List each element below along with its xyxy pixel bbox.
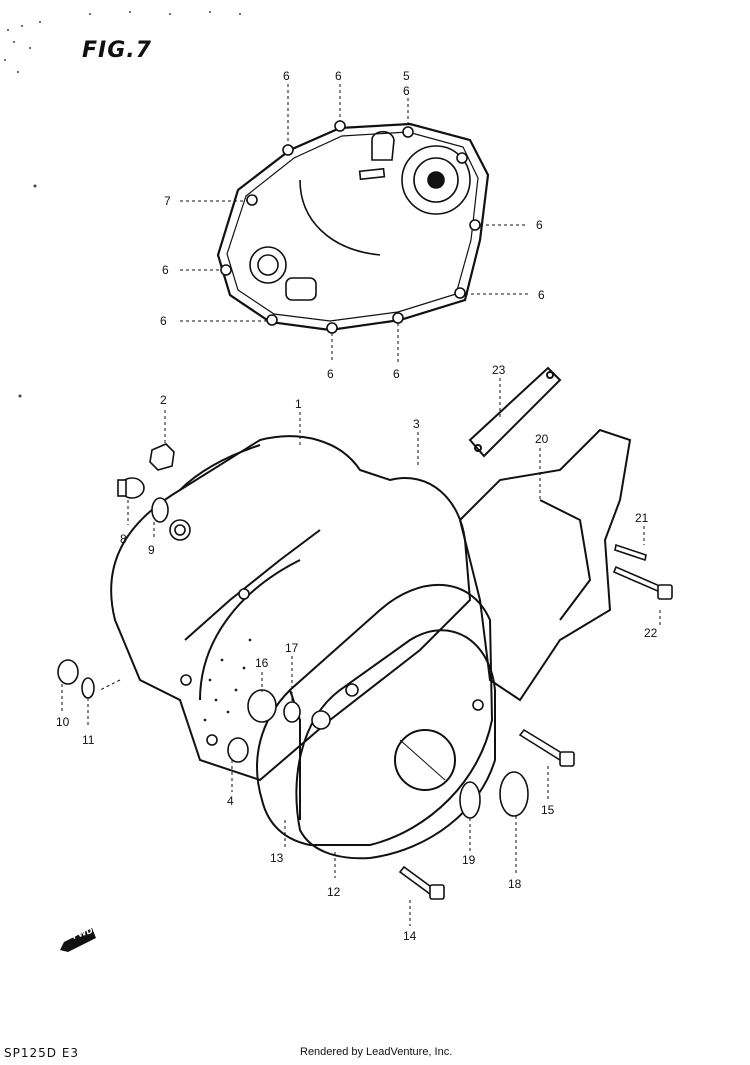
callout-6: 6: [536, 218, 543, 232]
callout-7: 7: [164, 194, 171, 208]
callout-6: 6: [403, 84, 410, 98]
rendered-by-credit: Rendered by LeadVenture, Inc.: [300, 1046, 453, 1058]
callout-6: 6: [160, 314, 167, 328]
callout-6: 6: [393, 367, 400, 381]
callout-6: 6: [327, 367, 334, 381]
callout-4: 4: [227, 794, 234, 808]
callout-9: 9: [148, 543, 155, 557]
callout-6: 6: [283, 69, 290, 83]
crankcase-cover-1: [110, 435, 472, 782]
scan-speckle: [4, 11, 241, 398]
callout-3: 3: [413, 417, 420, 431]
callout-6: 6: [538, 288, 545, 302]
callout-10: 10: [56, 715, 70, 729]
crankcase-cover-dots: [203, 638, 252, 722]
callout-15: 15: [541, 803, 555, 817]
leader-lines: [61, 84, 661, 926]
callout-23: 23: [492, 363, 506, 377]
cover-screws: [169, 519, 484, 746]
callout-22: 22: [644, 626, 658, 640]
callout-6: 6: [162, 263, 169, 277]
callout-14: 14: [403, 929, 417, 943]
figure-title: FIG.7: [82, 38, 152, 63]
magneto-cover-12: [295, 629, 496, 860]
cover-bolt-holes: [220, 120, 481, 334]
callout-numbers: 6 6 5 6 7 6 6 6 6 6 6 23 1 2 3 20 21 8 9…: [56, 69, 658, 943]
callout-16: 16: [255, 656, 269, 670]
forward-arrow-icon: [60, 928, 96, 952]
callout-12: 12: [327, 885, 341, 899]
callout-20: 20: [535, 432, 549, 446]
callout-6: 6: [335, 69, 342, 83]
bolts: [398, 543, 673, 900]
callout-17: 17: [285, 641, 299, 655]
callout-11: 11: [82, 733, 95, 747]
callout-21: 21: [635, 511, 649, 525]
callout-8: 8: [120, 532, 127, 546]
callout-13: 13: [270, 851, 284, 865]
plate-23: [468, 366, 562, 458]
callout-18: 18: [508, 877, 522, 891]
model-code: SP125D E3: [4, 1046, 80, 1060]
sprocket-cover-20: [458, 428, 632, 702]
callout-5: 5: [403, 69, 410, 83]
clutch-cover-details: [249, 130, 471, 301]
callout-19: 19: [462, 853, 476, 867]
callout-2: 2: [160, 393, 167, 407]
callout-1: 1: [295, 397, 302, 411]
clutch-cover-gasket: [216, 122, 490, 332]
